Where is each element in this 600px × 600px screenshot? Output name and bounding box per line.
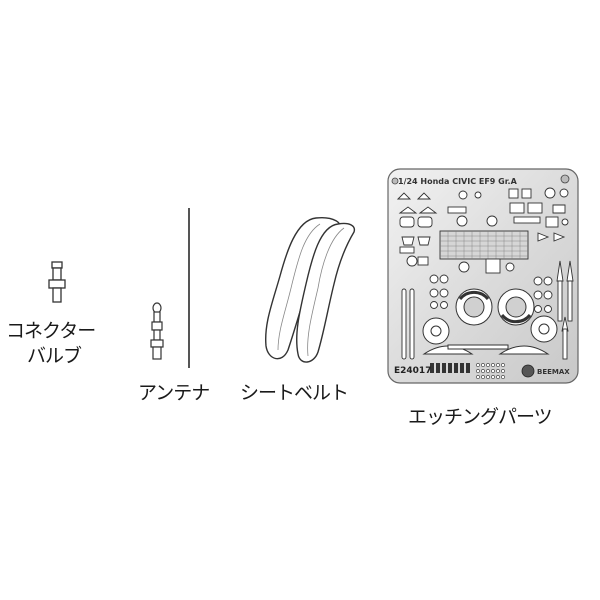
sheet-brand: BEEMAX <box>537 368 570 376</box>
sheet-title: 1/24 Honda CIVIC EF9 Gr.A <box>398 177 518 186</box>
seatbelt-label: シートベルト <box>240 382 349 404</box>
bulb-part-icon <box>150 302 164 360</box>
seatbelt-part-icon <box>264 216 356 363</box>
brand-logo-icon <box>521 364 535 378</box>
etching-label: エッチングパーツ <box>408 406 553 428</box>
bulb-label: バルブ <box>27 345 82 367</box>
antenna-label: アンテナ <box>138 382 210 404</box>
sheet-code: E24017 <box>394 366 431 376</box>
antenna-wire <box>188 208 190 368</box>
etching-sheet: 1/24 Honda CIVIC EF9 Gr.A <box>387 168 579 384</box>
connector-label: コネクター <box>6 320 96 342</box>
connector-part-icon <box>48 261 66 303</box>
